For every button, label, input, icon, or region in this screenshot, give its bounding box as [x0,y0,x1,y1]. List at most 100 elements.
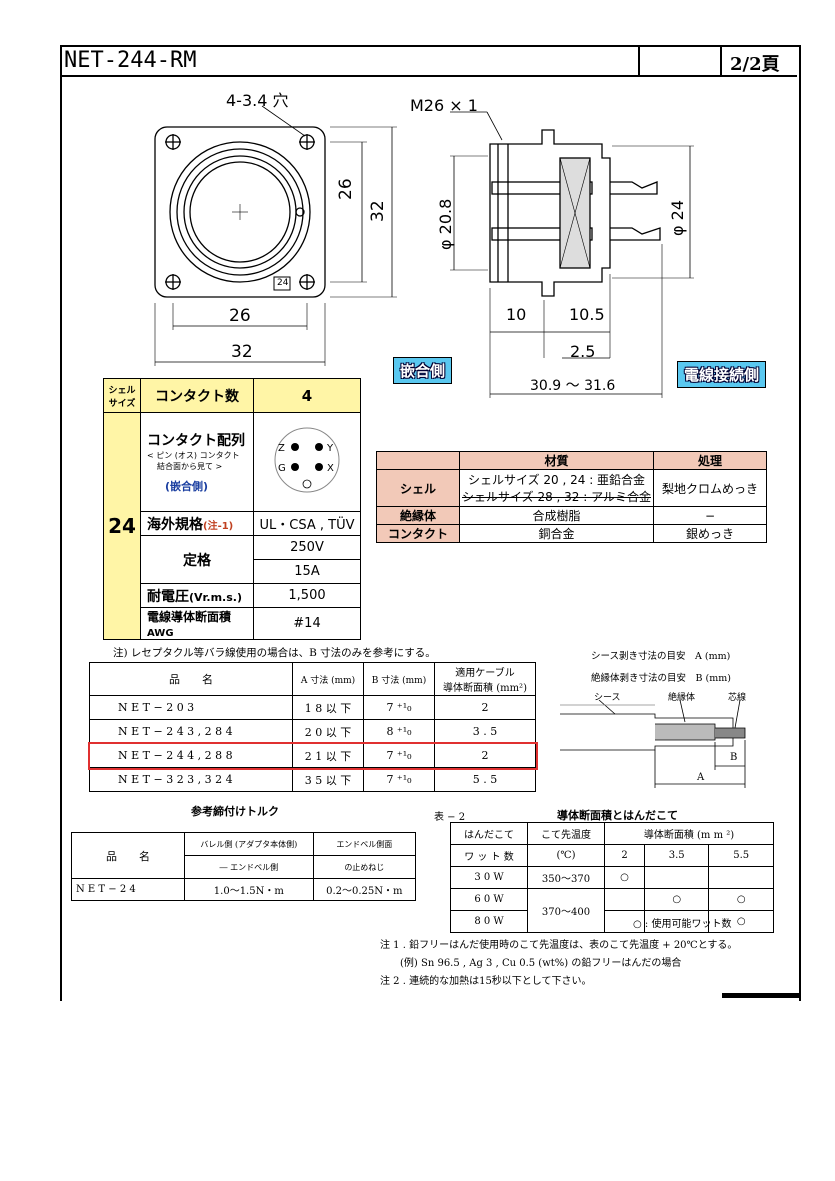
shell-size-header: シェル サイズ [103,378,141,413]
process-header: 処理 [653,451,767,470]
insulator-material: 合成樹脂 [459,506,654,525]
solder-legend: ○ : 使用可能ワット数 [633,919,732,930]
cell-a: 2 0 以 下 [292,719,364,744]
svg-text:Y: Y [326,443,334,454]
material-table: 材質 処理 シェル シェルサイズ 20 , 24 : 亜鉛合金 シェルサイズ 2… [376,451,767,543]
layout-label: コンタクト配列 [147,433,245,449]
layout-side: (嵌合側) [165,480,209,493]
dim-a-label: A [697,772,705,783]
torque-name: N E T − 2 4 [71,878,185,901]
solder-header-temp: こて先温度 [527,822,605,845]
cable-header-a: A 寸法 (mm) [292,662,364,696]
cell-mark: ○ [604,866,645,889]
insulator-process: − [653,506,767,525]
solder-header-area: 導体断面積 (m m ²) [604,822,774,845]
layout-sub-1: < ピン (オス) コンタクト [147,451,240,460]
size-col: 3.5 [643,844,710,867]
overseas-value: UL・CSA , TÜV [253,511,361,536]
size-badge: 24 [277,278,289,288]
cell-mark: ○ [708,888,774,911]
thread-label: M26 × 1 [410,96,478,115]
diameter-20-8: φ 20.8 [436,198,455,250]
cell-mark [708,866,774,889]
mating-side-label: 嵌合側 [393,357,453,384]
torque-header-endbell-2: の止めねじ [312,855,417,879]
withstand-label: 耐電圧 [147,588,189,605]
cell-name: N E T − 3 2 3 , 3 2 4 [89,767,293,792]
dim-26-horizontal: 26 [229,306,251,326]
table-row-highlighted: N E T − 2 4 4 , 2 8 8 2 1 以 下 7 ⁺¹₀ 2 [87,741,538,770]
shell-process: 梨地クロムめっき [653,469,767,507]
cell-b: 7 ⁺¹₀ [363,767,435,792]
cell-name: N E T − 2 4 3 , 2 8 4 [89,719,293,744]
table-row: 8 0 W ○ [450,910,774,933]
cell-area: 2 [434,695,536,720]
cell-mark [643,910,710,933]
torque-title: 参考締付けトルク [191,805,279,818]
table-row: N E T − 3 2 3 , 3 2 4 3 5 以 下 7 ⁺¹₀ 5 . … [89,767,536,792]
svg-text:G: G [278,463,286,474]
svg-text:Z: Z [278,443,285,454]
title-block-cell [638,45,720,75]
note-2: 注 2 . 連続的な加熱は15秒以下として下さい。 [380,976,592,987]
table-row: N E T − 2 4 3 , 2 8 4 2 0 以 下 8 ⁺¹₀ 3 . … [89,719,536,744]
title-block-cell [720,45,799,75]
wire-value: #14 [253,607,361,640]
diameter-24: φ 24 [668,200,687,236]
table-row: 3 0 W 350〜370 ○ [450,866,774,889]
table-number: 表 − 2 [434,812,466,823]
cell-a: 3 5 以 下 [292,767,364,792]
dim-26-vertical: 26 [336,178,356,200]
holes-label: 4-3.4 穴 [226,91,289,110]
solder-header-watt: ワ ッ ト 数 [450,844,528,867]
note-1: 注 1 . 鉛フリーはんだ使用時のこて先温度は、表のこて先温度 + 20℃とする… [380,940,738,951]
cable-header-name: 品 名 [89,662,293,696]
cable-header-b: B 寸法 (mm) [363,662,435,696]
cell-a: 2 1 以 下 [292,743,364,768]
contact-count-value: 4 [253,378,361,413]
size-col: 2 [604,844,645,867]
main-note: 注) レセプタクル等バラ線使用の場合は、B 寸法のみを参考にする。 [113,647,436,659]
dim-10: 10 [506,305,527,324]
torque-table: 品 名 バレル側 (アダプタ本体側) エンドベル側面 ― エンドベル側 の止めね… [71,832,417,901]
contact-count-header: コンタクト数 [140,378,254,413]
solder-table: はんだこて こて先温度 導体断面積 (m m ²) ワ ッ ト 数 (℃) 2 … [450,822,774,933]
dim-10-5: 10.5 [569,305,605,324]
technical-drawing [154,105,694,398]
cable-header-area: 適用ケーブル 導体断面積 (mm²) [434,662,536,696]
cell-area: 2 [434,743,536,768]
wire-side-label: 電線接続側 [677,361,767,388]
svg-text:X: X [327,463,334,474]
table-row: N E T − 2 4 1.0〜1.5N・m 0.2〜0.25N・m [71,878,417,901]
rating-current: 15A [253,559,361,584]
rating-label: 定格 [140,535,254,584]
cell-mark: ○ [643,888,710,911]
frame-bottom-bar [722,993,799,998]
size-col: 5.5 [708,844,774,867]
torque-endbell: 0.2〜0.25N・m [312,878,417,901]
cell-area: 5 . 5 [434,767,536,792]
contact-process: 銀めっき [653,524,767,543]
page-number: 2/2頁 [730,54,780,75]
cell-mark [643,866,710,889]
torque-header-name: 品 名 [71,832,185,879]
insulator-label: 絶縁体 [668,693,696,703]
page-frame [60,45,801,1001]
dim-b-label: B [730,752,738,763]
contact-material: 銅合金 [459,524,654,543]
wire-unit: AWG [147,628,174,639]
insulator-strip-title: 絶縁体剥き寸法の目安 B (mm) [591,673,731,684]
solder-title: 導体断面積とはんだこて [557,809,678,822]
cell-temp: 350〜370 [527,866,605,889]
withstand-unit: (Vr.m.s.) [189,590,242,604]
rating-voltage: 250V [253,535,361,560]
dim-range: 30.9 ～ 31.6 [530,378,616,394]
cell-b: 7 ⁺¹₀ [363,695,435,720]
shell-material-2: シェルサイズ 28 , 32 : アルミ合金 [462,490,651,504]
sheath-strip-title: シース剥き寸法の目安 A (mm) [591,651,731,662]
dim-2-5: 2.5 [570,342,596,361]
torque-header-barrel-2: ― エンドベル側 [184,855,314,879]
wire-label: 電線導体断面積 [147,610,232,624]
cell-mark: ○ [708,910,774,933]
spec-table: シェル サイズ コンタクト数 4 24 コンタクト配列 < ピン (オス) コン… [103,378,361,640]
